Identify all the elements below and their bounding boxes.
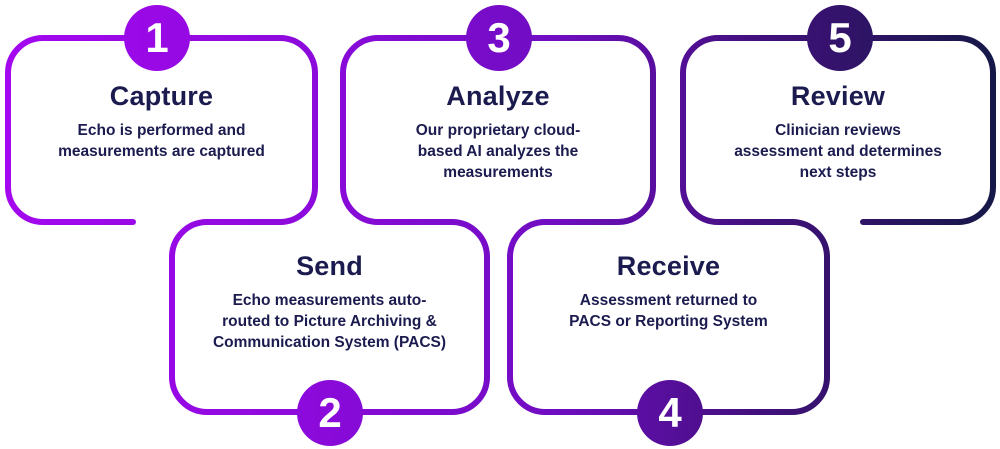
step-capture-description: Echo is performed and measurements are c…: [58, 121, 265, 160]
step-5-number-badge: 5: [828, 14, 852, 61]
step-5-circle: [807, 5, 873, 71]
step-review-description: Clinician reviews assessment and determi…: [734, 121, 942, 181]
step-capture-title: Capture: [109, 81, 214, 111]
step-review-title: Review: [790, 81, 886, 111]
step-4-number-badge: 4: [658, 389, 682, 436]
step-2-number-badge: 2: [318, 389, 342, 436]
step-3-circle: [466, 5, 532, 71]
step-4-circle: [637, 380, 703, 446]
step-receive-box: Receive Assessment returned to PACS or R…: [510, 251, 827, 333]
step-1-circle: [124, 5, 190, 71]
step-send-box: Send Echo measurements auto- routed to P…: [172, 251, 487, 353]
step-3-number-badge: 3: [487, 14, 511, 61]
step-send-description: Echo measurements auto- routed to Pictur…: [212, 291, 447, 351]
step-analyze-box: Analyze Our proprietary cloud- based AI …: [343, 81, 653, 183]
step-receive-title: Receive: [616, 251, 721, 281]
step-receive-description: Assessment returned to PACS or Reporting…: [569, 291, 768, 330]
step-capture-box: Capture Echo is performed and measuremen…: [8, 81, 315, 163]
step-analyze-title: Analyze: [446, 81, 550, 111]
step-send-title: Send: [296, 251, 363, 281]
step-review-box: Review Clinician reviews assessment and …: [683, 81, 993, 183]
step-analyze-description: Our proprietary cloud- based AI analyzes…: [415, 121, 581, 181]
step-2-circle: [297, 380, 363, 446]
step-1-number-badge: 1: [145, 14, 169, 61]
